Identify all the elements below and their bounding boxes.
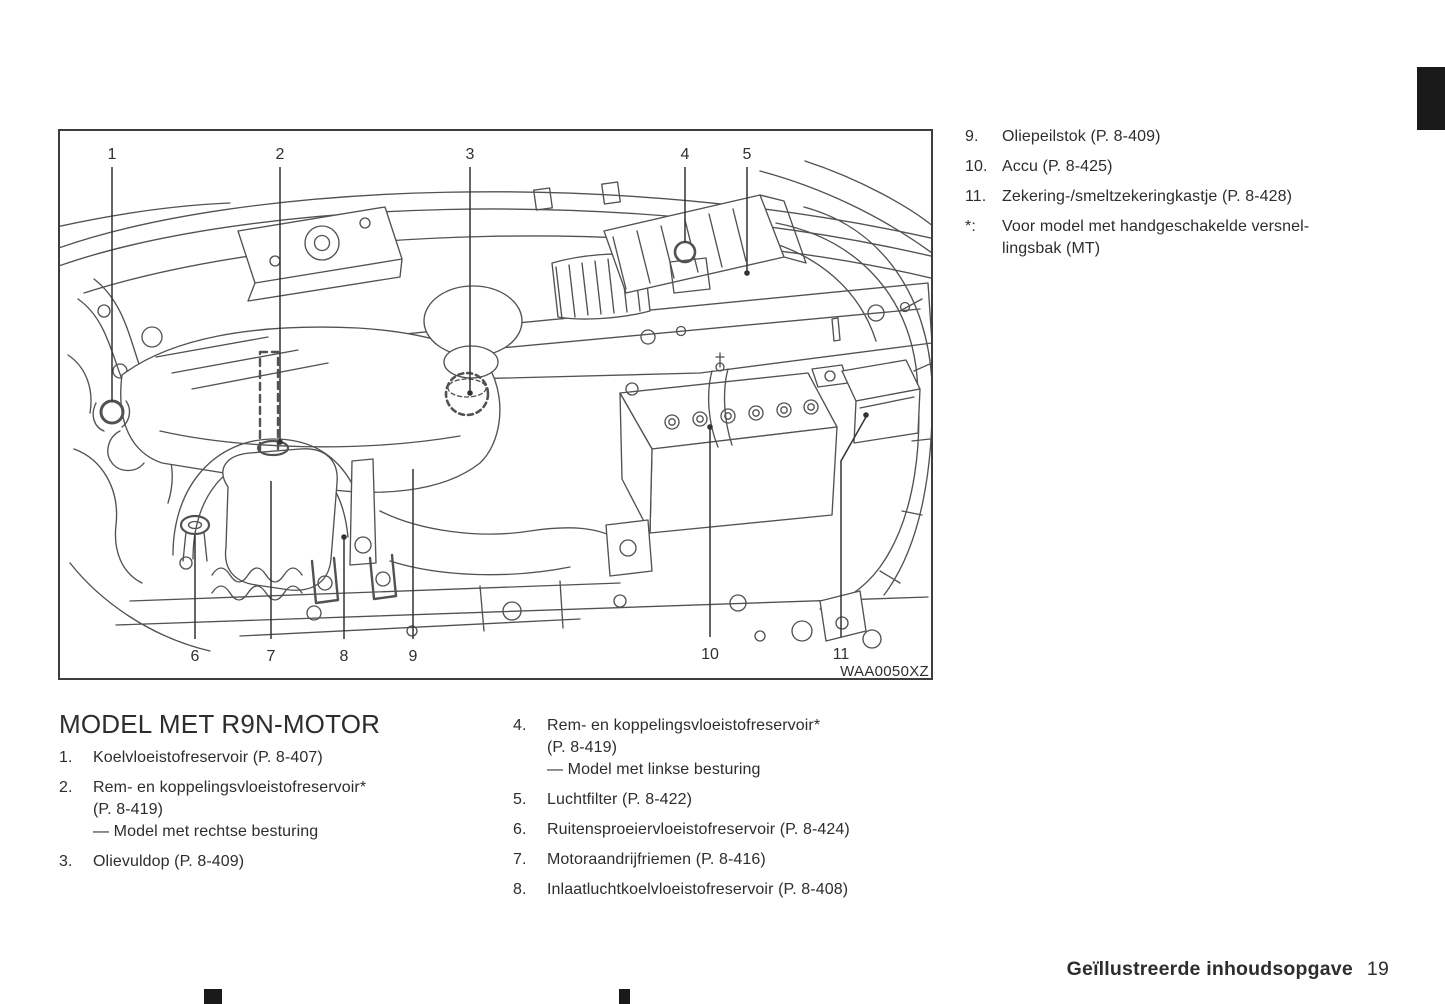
legend-item-text: Rem- en koppelingsvloeistofreservoir* xyxy=(547,717,821,734)
legend-item-text: Ruitensproeiervloeistofreservoir (P. 8-4… xyxy=(547,821,850,838)
page-footer: Geïllustreerde inhoudsopgave 19 xyxy=(1067,958,1389,981)
legend-item-9: 9. Oliepeilstok (P. 8-409) xyxy=(965,126,1410,148)
legend-middle-column: 4. Rem- en koppelingsvloeistofreservoir*… xyxy=(513,715,958,909)
legend-item-4: 4. Rem- en koppelingsvloeistofreservoir*… xyxy=(513,715,958,781)
legend-item-number: 3. xyxy=(59,853,73,870)
legend-item-text: lingsbak (MT) xyxy=(1002,240,1101,257)
callout-11-label: 11 xyxy=(833,646,850,663)
legend-item-text: Oliepeilstok (P. 8-409) xyxy=(1002,128,1161,145)
callout-2-label: 2 xyxy=(276,146,285,163)
legend-item-10: 10. Accu (P. 8-425) xyxy=(965,156,1410,178)
callout-3-label: 3 xyxy=(466,146,475,163)
legend-item-text: Olievuldop (P. 8-409) xyxy=(93,853,245,870)
legend-item-text: Voor model met handgeschakelde versnel- xyxy=(1002,218,1310,235)
callout-leader-lines xyxy=(111,167,869,639)
legend-item-number: 10. xyxy=(965,158,988,175)
engine-bay-illustration: 1 2 3 4 5 6 7 8 9 10 11 WAA0050XZ xyxy=(60,146,931,678)
legend-item-number: 6. xyxy=(513,821,527,838)
callout-8-label: 8 xyxy=(340,648,349,665)
legend-item-number: 7. xyxy=(513,851,527,868)
legend-item-3: 3. Olievuldop (P. 8-409) xyxy=(59,851,504,873)
legend-item-number: *: xyxy=(965,218,976,235)
figure-code: WAA0050XZ xyxy=(840,663,929,678)
legend-item-5: 5. Luchtfilter (P. 8-422) xyxy=(513,789,958,811)
legend-item-number: 11. xyxy=(965,188,987,205)
legend-item-2: 2. Rem- en koppelingsvloeistofreservoir*… xyxy=(59,777,504,843)
legend-item-number: 9. xyxy=(965,128,979,145)
legend-item-text: — Model met linkse besturing xyxy=(547,761,761,778)
engine-figure-box: 1 2 3 4 5 6 7 8 9 10 11 WAA0050XZ xyxy=(58,129,933,680)
legend-item-11: 11. Zekering-/smeltzekeringkastje (P. 8-… xyxy=(965,186,1410,208)
callout-7-label: 7 xyxy=(267,648,276,665)
legend-item-text: Motoraandrijfriemen (P. 8-416) xyxy=(547,851,766,868)
callout-1-label: 1 xyxy=(108,146,117,163)
legend-right-column: 9. Oliepeilstok (P. 8-409) 10. Accu (P. … xyxy=(965,126,1410,268)
legend-item-text: Koelvloeistofreservoir (P. 8-407) xyxy=(93,749,323,766)
section-heading: MODEL MET R9N-MOTOR xyxy=(59,709,381,739)
print-registration-mark xyxy=(619,989,630,1004)
callout-labels: 1 2 3 4 5 6 7 8 9 10 11 WAA0050XZ xyxy=(108,146,929,678)
legend-item-text: Accu (P. 8-425) xyxy=(1002,158,1113,175)
callout-4-label: 4 xyxy=(681,146,690,163)
legend-item-text: Inlaatluchtkoelvloeistofreservoir (P. 8-… xyxy=(547,881,849,898)
legend-item-text: (P. 8-419) xyxy=(93,801,164,818)
legend-item-7: 7. Motoraandrijfriemen (P. 8-416) xyxy=(513,849,958,871)
footer-section-title: Geïllustreerde inhoudsopgave xyxy=(1066,958,1353,980)
legend-item-number: 2. xyxy=(59,779,73,796)
callout-5-label: 5 xyxy=(743,146,752,163)
legend-item-number: 1. xyxy=(59,749,73,766)
legend-item-8: 8. Inlaatluchtkoelvloeistofreservoir (P.… xyxy=(513,879,958,901)
legend-item-text: Luchtfilter (P. 8-422) xyxy=(547,791,693,808)
page-number: 19 xyxy=(1366,958,1389,980)
callout-10-label: 10 xyxy=(701,646,719,663)
legend-item-number: 5. xyxy=(513,791,527,808)
legend-item-text: Zekering-/smeltzekeringkastje (P. 8-428) xyxy=(1002,188,1293,205)
legend-item-text: — Model met rechtse besturing xyxy=(93,823,319,840)
legend-item-1: 1. Koelvloeistofreservoir (P. 8-407) xyxy=(59,747,504,769)
legend-item-asterisk: *: Voor model met handgeschakelde versne… xyxy=(965,216,1410,260)
legend-item-text: Rem- en koppelingsvloeistofreservoir* xyxy=(93,779,367,796)
engine-line-art xyxy=(60,160,931,652)
legend-item-6: 6. Ruitensproeiervloeistofreservoir (P. … xyxy=(513,819,958,841)
thumb-index-tab xyxy=(1417,67,1445,130)
legend-item-number: 8. xyxy=(513,881,527,898)
callout-9-label: 9 xyxy=(409,648,418,665)
callout-6-label: 6 xyxy=(191,648,200,665)
print-registration-mark xyxy=(204,989,222,1004)
legend-item-text: (P. 8-419) xyxy=(547,739,618,756)
legend-item-number: 4. xyxy=(513,717,527,734)
legend-left-column: 1. Koelvloeistofreservoir (P. 8-407) 2. … xyxy=(59,747,504,881)
